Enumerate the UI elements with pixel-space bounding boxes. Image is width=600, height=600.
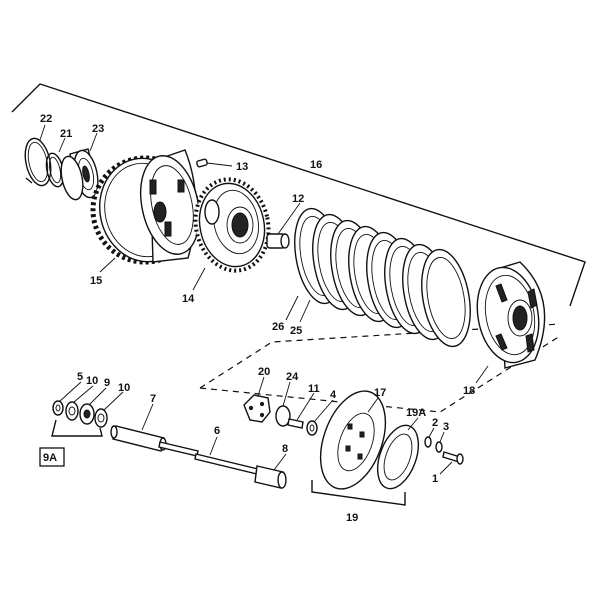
part-10-washer-right: [94, 408, 108, 428]
part-6-long-rod: [194, 453, 263, 476]
part-3-washer: [435, 441, 443, 453]
part-12-spacer: [266, 233, 290, 249]
label-20: 20: [258, 366, 270, 378]
part-19a-retainer-plate: [376, 424, 420, 490]
label-18: 18: [463, 385, 475, 397]
part-17-diaphragm-spring: [319, 390, 387, 490]
part-14-inner-hub: [193, 177, 271, 273]
label-14: 14: [182, 293, 195, 305]
label-9: 9: [104, 377, 110, 389]
label-12: 12: [292, 193, 304, 205]
label-17: 17: [374, 387, 386, 399]
label-9a-box: [39, 447, 65, 467]
label-5: 5: [77, 371, 83, 383]
label-13: 13: [236, 161, 248, 173]
label-9a: 9A: [43, 452, 57, 464]
label-19a: 19A: [406, 407, 426, 419]
leader-lines: [39, 124, 489, 475]
part-25-26-clutch-plates: [294, 207, 471, 348]
part-7-push-rod: [110, 425, 167, 452]
label-6: 6: [214, 425, 220, 437]
part-1-bolt: [442, 451, 464, 465]
label-2: 2: [432, 417, 438, 429]
label-16: 16: [310, 159, 322, 171]
label-11: 11: [308, 383, 320, 395]
label-3: 3: [443, 421, 449, 433]
label-21: 21: [60, 128, 72, 140]
label-1: 1: [432, 473, 438, 485]
bracket-9a: [51, 419, 103, 437]
part-18-pressure-plate: [476, 261, 546, 369]
part-11-pin: [287, 418, 304, 429]
label-7: 7: [150, 393, 156, 405]
part-15-clutch-basket: [90, 149, 200, 265]
part-10-washer-left: [65, 401, 79, 421]
part-4-washer: [306, 420, 318, 436]
short-rod: [158, 441, 199, 457]
label-8: 8: [282, 443, 288, 455]
label-10-left: 10: [86, 375, 98, 387]
label-24: 24: [286, 371, 299, 383]
part-8-push-piece: [254, 465, 287, 489]
label-19: 19: [346, 512, 358, 524]
part-13-pin: [196, 158, 208, 168]
part-5-washer: [52, 400, 64, 416]
bracket-16: [11, 83, 586, 307]
label-10-right: 10: [118, 382, 130, 394]
label-23: 23: [92, 123, 104, 135]
label-26: 26: [272, 321, 284, 333]
label-15: 15: [90, 275, 102, 287]
part-20-lifter-plate: [243, 394, 271, 423]
part-2-washer: [424, 436, 432, 448]
label-25: 25: [290, 325, 302, 337]
callout-labels: 22 21 23 13 16 12 15 14 26 25 18 20 24 1…: [39, 113, 475, 524]
part-23-bearing: [60, 148, 99, 201]
bracket-19: [311, 480, 406, 506]
label-4: 4: [330, 389, 337, 401]
part-9-bearing: [79, 403, 95, 425]
label-22: 22: [40, 113, 52, 125]
